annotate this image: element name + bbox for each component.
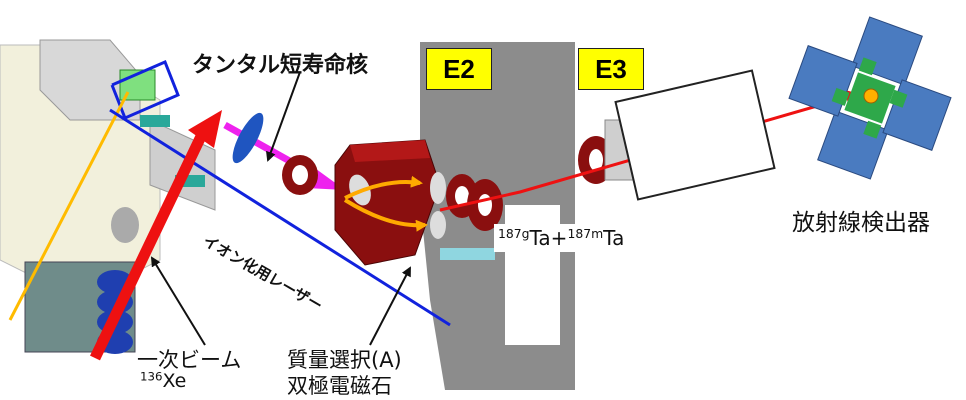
product-mass-2: 187m <box>567 226 604 242</box>
tantalum-title: タンタル短寿命核 <box>192 53 369 78</box>
e3-label: E3 <box>578 48 644 90</box>
mass-path-lower <box>343 198 428 232</box>
beam-isotope-label: 136Xe <box>140 370 186 392</box>
mass-path-upper <box>344 175 423 200</box>
ion-optics <box>232 112 634 260</box>
product-mass-1: 187g <box>498 226 530 242</box>
ionization-laser-beam <box>109 108 451 327</box>
beam-mass-number: 136 <box>140 369 163 384</box>
detector-label: 放射線検出器 <box>792 210 930 236</box>
primary-beam-label: 一次ビーム <box>137 348 242 372</box>
title-pointer-arrow <box>266 71 301 162</box>
beam-pointer-arrow <box>150 256 206 346</box>
magnet-label-line2: 双極電磁石 <box>287 374 392 398</box>
magnet-pointer-arrow <box>369 266 411 346</box>
product-isotopes-label: 187gTa+187mTa <box>494 224 629 252</box>
dipole-magnet <box>334 139 446 266</box>
yellow-guide-line <box>8 91 130 321</box>
magnet-label-line1: 質量選択(A) <box>287 348 402 372</box>
product-symbol-2: Ta <box>603 226 625 250</box>
primary-beam-arrow <box>90 110 222 361</box>
beam-element-symbol: Xe <box>162 370 187 392</box>
implantation-point <box>863 88 879 104</box>
e2-label: E2 <box>426 48 492 90</box>
product-symbol-1: Ta+ <box>529 226 568 250</box>
transport-tube <box>614 69 776 201</box>
